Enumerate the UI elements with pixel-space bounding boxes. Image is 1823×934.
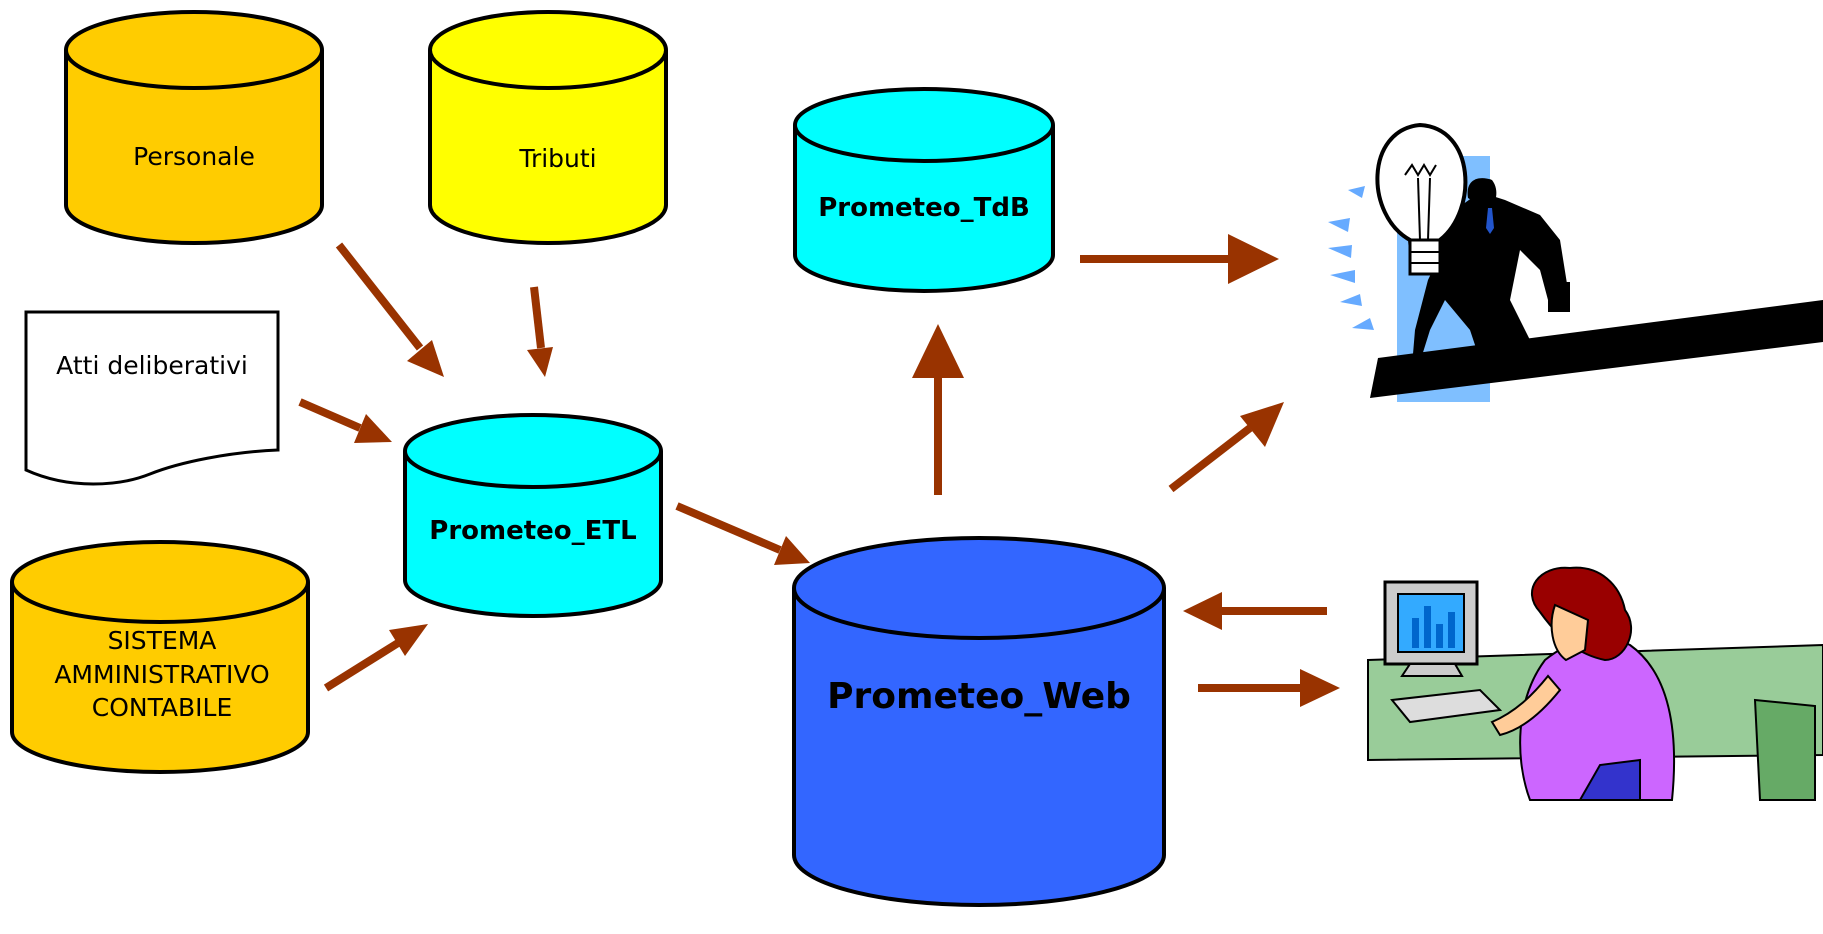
tributi-cylinder: Tributi [428, 10, 668, 245]
prometeo-tdb-cylinder: Prometeo_TdB [793, 87, 1055, 293]
prometeo-etl-label: Prometeo_ETL [429, 516, 636, 546]
arrow-etl-to-web [675, 502, 810, 565]
prometeo-web-cylinder: Prometeo_Web [792, 536, 1166, 907]
computer-user-icon [1367, 566, 1823, 801]
arrow-tributi-to-etl [527, 286, 553, 377]
arrow-web-to-tdb [912, 324, 964, 495]
arrow-web-to-user [1198, 669, 1340, 707]
personale-cylinder: Personale [64, 10, 324, 245]
personale-label: Personale [133, 142, 255, 171]
tributi-label: Tributi [518, 144, 596, 173]
prometeo-tdb-label: Prometeo_TdB [818, 193, 1030, 223]
arrow-sistema-to-etl [323, 624, 428, 692]
arrow-personale-to-etl [335, 242, 444, 377]
prometeo-web-label: Prometeo_Web [827, 676, 1131, 717]
sistema-label-line3: CONTABILE [92, 693, 233, 722]
sistema-label-line1: SISTEMA [108, 626, 217, 655]
sistema-amministrativo-cylinder: SISTEMA AMMINISTRATIVO CONTABILE [10, 540, 310, 774]
prometeo-etl-cylinder: Prometeo_ETL [403, 413, 663, 618]
sistema-label-line2: AMMINISTRATIVO [54, 660, 269, 689]
atti-deliberativi-label: Atti deliberativi [56, 351, 248, 380]
atti-deliberativi-document: Atti deliberativi [24, 310, 280, 486]
manager-lightbulb-icon [1328, 122, 1823, 402]
arrow-atti-to-etl [298, 398, 392, 443]
arrows [298, 234, 1340, 707]
arrow-tdb-to-manager [1080, 234, 1279, 284]
arrow-web-to-manager [1168, 402, 1284, 493]
arrow-user-to-web [1183, 592, 1327, 630]
